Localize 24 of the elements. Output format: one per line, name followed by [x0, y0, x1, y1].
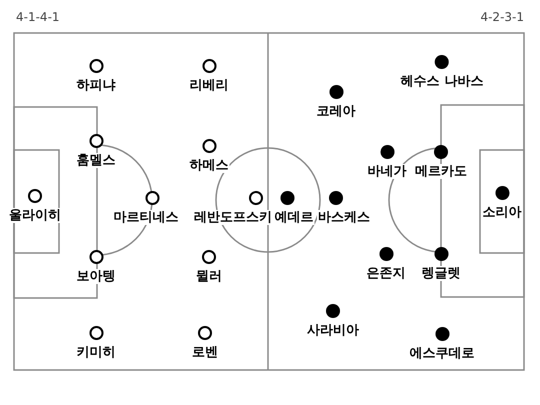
player-name: 하메스 [188, 158, 230, 173]
formation-label: 4-1-4-1 [16, 9, 60, 26]
player-name: 예데르 [274, 210, 314, 225]
player-name: 리베리 [188, 78, 230, 93]
player-name: 뮐러 [195, 269, 223, 284]
player-name: 레반도프스키 [193, 210, 273, 225]
player-name: 코레아 [316, 104, 356, 119]
player-name: 보아텡 [76, 269, 116, 284]
formation-label: 4-2-3-1 [480, 9, 524, 26]
player-name: 메르카도 [414, 164, 468, 179]
player-name: 마르티네스 [112, 210, 180, 225]
player-name: 에스쿠데로 [408, 346, 476, 361]
player-name: 소리아 [482, 205, 522, 220]
player-name: 바네가 [366, 164, 408, 179]
player-name: 은존지 [366, 266, 406, 281]
player-name: 울라이히 [8, 208, 62, 223]
player-name: 헤수스 나바스 [400, 74, 484, 89]
player-name: 사라비아 [306, 323, 360, 338]
player-name: 로벤 [191, 345, 219, 360]
player-name: 키미히 [76, 345, 116, 360]
player-name: 바스케스 [317, 210, 371, 225]
player-name: 렝글렛 [420, 266, 462, 281]
player-name: 훔멜스 [76, 153, 116, 168]
player-name: 하피냐 [76, 78, 116, 93]
